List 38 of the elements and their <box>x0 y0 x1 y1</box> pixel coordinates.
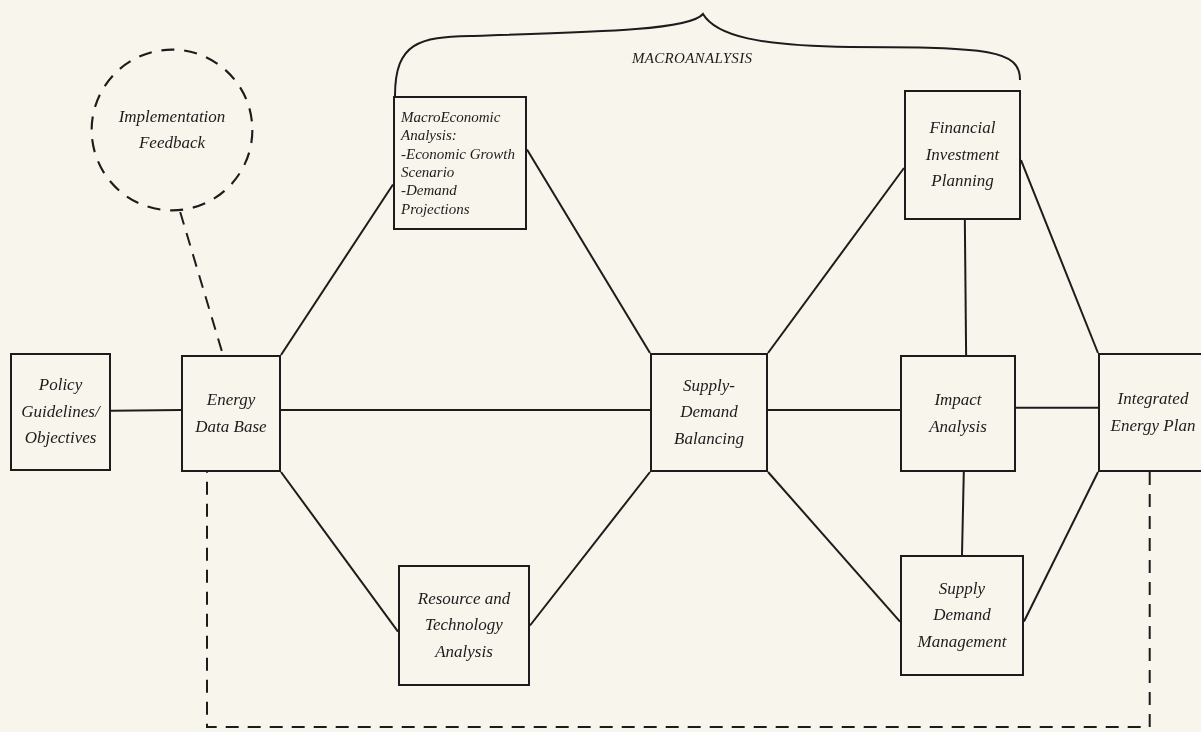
process-box <box>393 96 527 230</box>
node-label: MacroEconomic Analysis: <box>401 108 502 145</box>
node-label: -Demand Projections <box>401 181 471 218</box>
connector-line <box>110 409 182 412</box>
node-label: Supply Demand Management <box>916 578 1008 653</box>
dashed-circle <box>90 48 254 212</box>
dashed-connector <box>206 471 1151 728</box>
node-label: Policy Guidelines/ Objectives <box>20 374 102 450</box>
process-box <box>900 555 1024 676</box>
node-label: Integrated Energy Plan <box>1109 388 1197 437</box>
connector-line <box>280 183 394 356</box>
process-box <box>904 90 1021 220</box>
connector-line <box>963 219 968 356</box>
process-box <box>650 353 768 472</box>
node-label: Resource and Technology Analysis <box>416 588 512 663</box>
connector-line <box>529 471 651 627</box>
connector-line <box>961 471 965 556</box>
node-label: Implementation Feedback <box>117 105 227 154</box>
connector-line <box>767 167 905 354</box>
connector-line <box>767 409 901 412</box>
node-label: -Economic Growth Scenario <box>401 144 516 182</box>
connector-line <box>280 471 399 633</box>
connector-line <box>1015 406 1099 409</box>
process-box <box>181 355 281 472</box>
node-label: Impact Analysis <box>927 389 988 438</box>
process-box <box>398 565 530 686</box>
connector-line <box>767 471 901 623</box>
connector-line <box>1023 471 1099 623</box>
process-box <box>1098 353 1201 472</box>
bracket-label: MACROANALYSIS <box>632 50 753 67</box>
connector-line <box>1020 159 1099 354</box>
connector-line <box>280 409 651 412</box>
node-label: Energy Data Base <box>194 389 268 438</box>
process-box <box>10 353 111 471</box>
connector-line <box>526 148 651 354</box>
node-label: Supply- Demand Balancing <box>673 375 745 450</box>
node-label: Financial Investment Planning <box>924 117 1001 193</box>
process-box <box>900 355 1016 472</box>
